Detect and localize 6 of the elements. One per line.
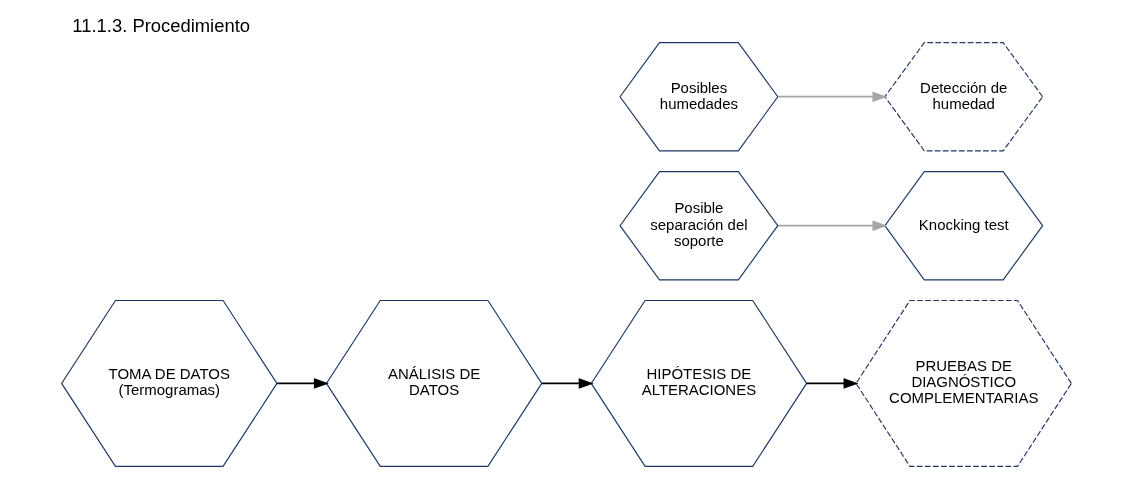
arrow [275,378,329,389]
arrow [540,378,594,389]
diagram-title: 11.1.3. Procedimiento [71,15,250,37]
arrow [805,378,859,389]
arrow [776,91,887,102]
arrow [776,220,887,231]
